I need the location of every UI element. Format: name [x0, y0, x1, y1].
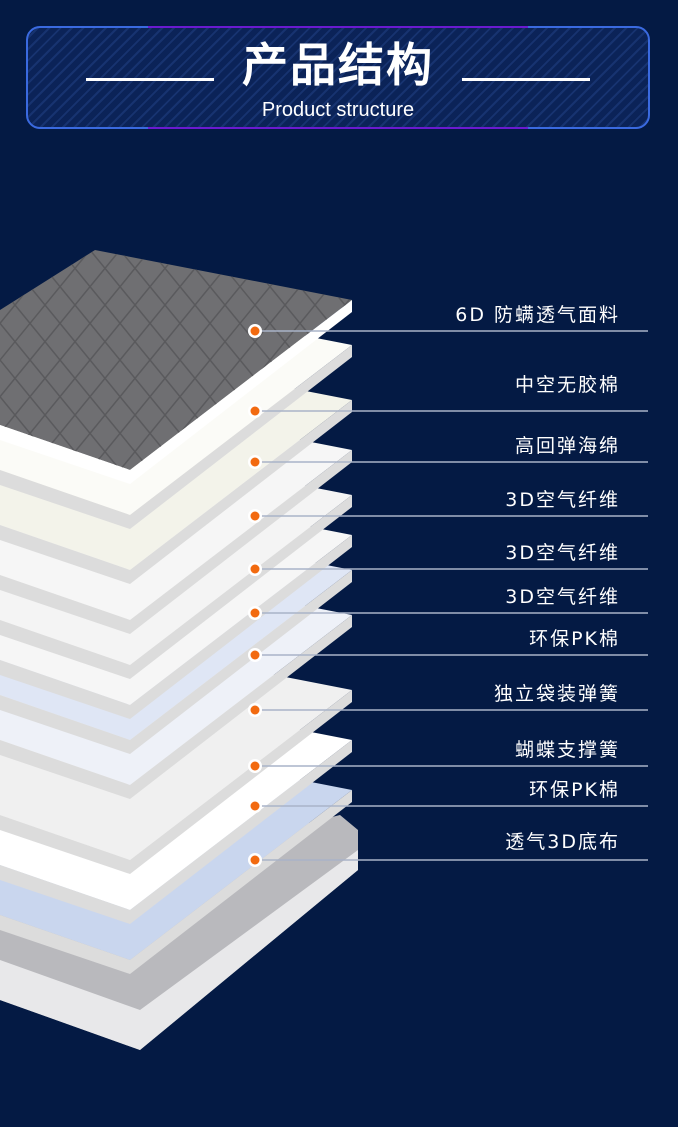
marker-dot	[250, 406, 260, 416]
layer-label: 环保PK棉	[529, 628, 620, 650]
marker-dot	[250, 511, 260, 521]
left-divider	[86, 78, 214, 81]
mattress-base-side	[0, 850, 358, 1050]
layer-label: 蝴蝶支撑簧	[514, 739, 620, 761]
quilt-line	[329, 250, 352, 470]
marker-dot	[250, 457, 260, 467]
layer-label: 独立袋装弹簧	[493, 683, 620, 705]
marker-dot	[250, 855, 260, 865]
header-banner: 产品结构 Product structure	[26, 26, 650, 129]
layer-label: 环保PK棉	[529, 779, 620, 801]
right-divider	[462, 78, 590, 81]
layer-label: 3D空气纤维	[505, 489, 620, 511]
layer-label: 高回弹海绵	[514, 435, 620, 457]
layer-label: 3D空气纤维	[505, 542, 620, 564]
marker-dot	[250, 761, 260, 771]
marker-dot	[250, 801, 260, 811]
quilt-line	[329, 250, 352, 470]
layer-label: 3D空气纤维	[505, 586, 620, 608]
mattress-layer	[0, 250, 352, 484]
page-title: 产品结构	[242, 38, 434, 92]
layer-label: 透气3D底布	[505, 831, 620, 853]
quilt-line	[360, 250, 540, 470]
marker-dot	[250, 564, 260, 574]
page-subtitle: Product structure	[261, 99, 415, 121]
marker-dot	[250, 326, 260, 336]
marker-dot	[250, 650, 260, 660]
marker-dot	[250, 608, 260, 618]
quilt-line	[360, 250, 540, 470]
layer-label: 中空无胶棉	[514, 374, 620, 396]
layer-label: 6D 防螨透气面料	[455, 304, 620, 326]
marker-dot	[250, 705, 260, 715]
